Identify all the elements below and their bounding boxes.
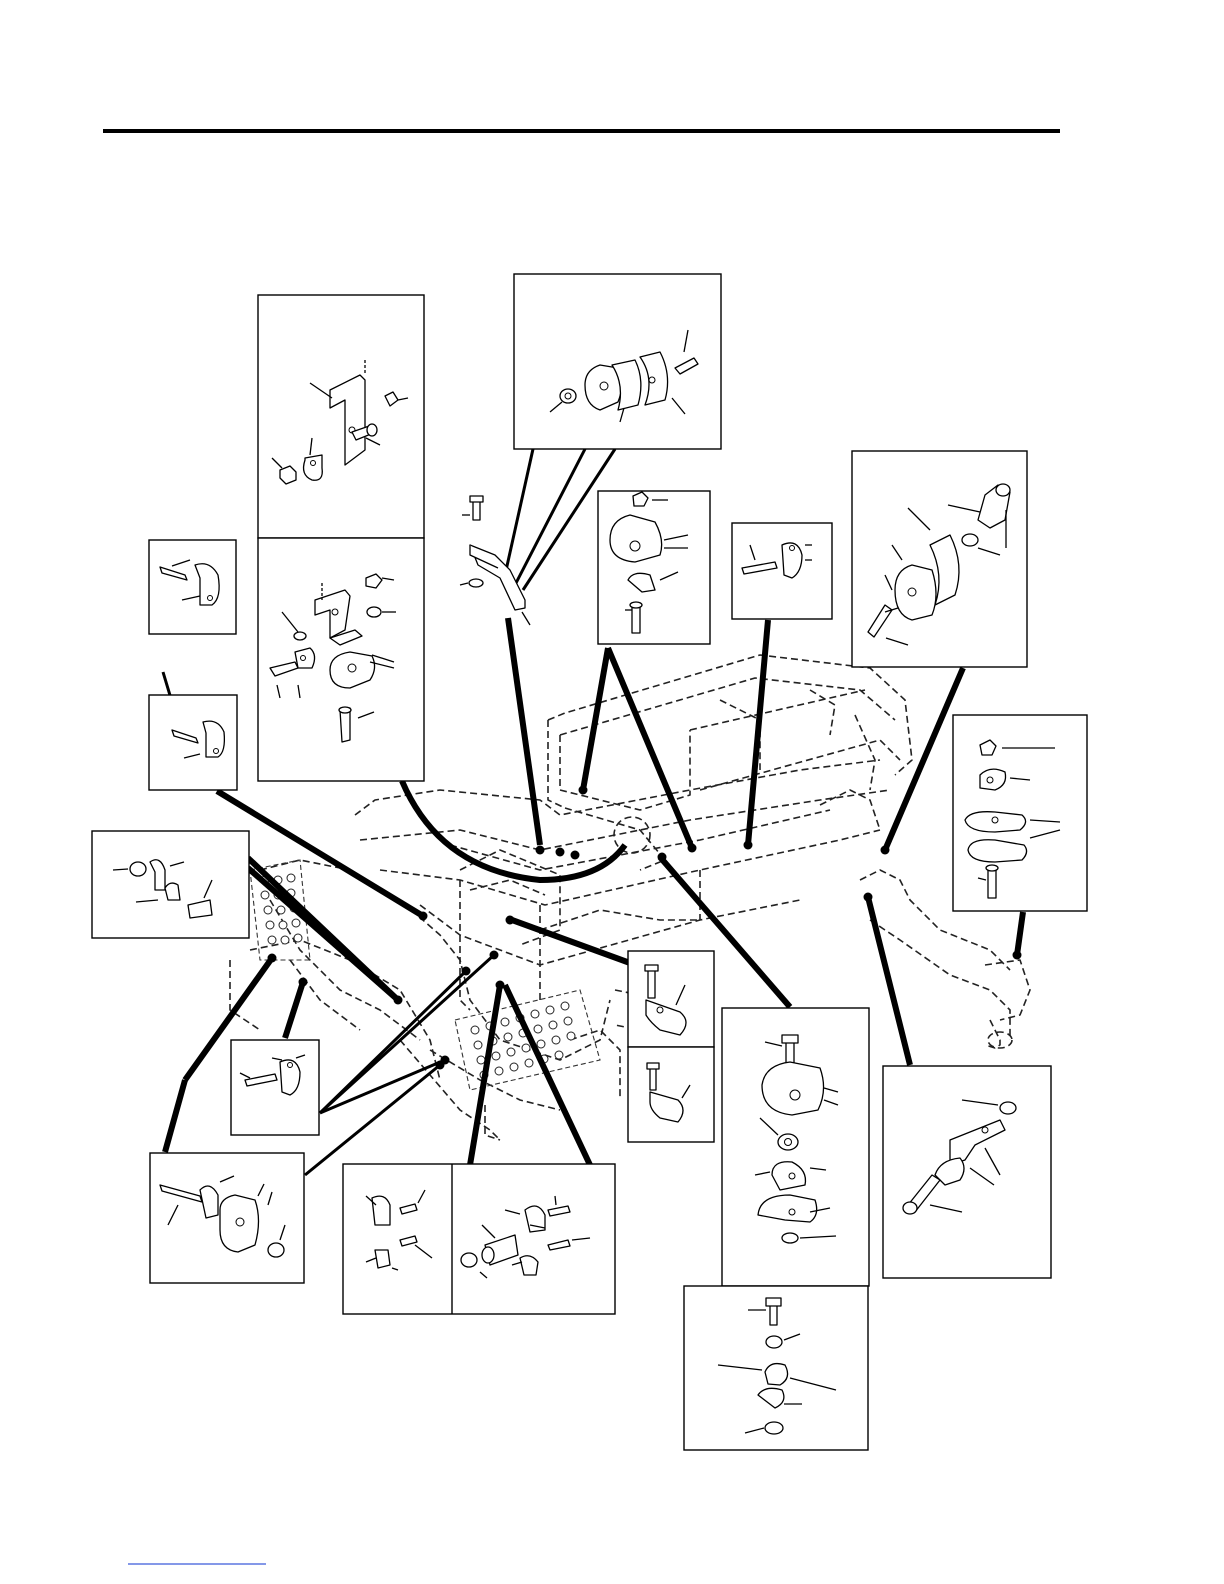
- detail-p-clamp-pair-left: [92, 831, 249, 938]
- detail-p-clamp-left-lower: [149, 695, 237, 790]
- detail-double-clamp-top: [514, 274, 721, 449]
- detail-clamp-assembly-bottom-left: [150, 1153, 304, 1283]
- detail-p-clamp-mid-lower: [628, 1047, 714, 1142]
- detail-clamp-set-bottom-center: [343, 1164, 615, 1314]
- detail-stacked-clamp-bottom: [684, 1286, 868, 1450]
- detail-p-clamp-center-right: [732, 523, 832, 619]
- detail-stacked-clamp-center-tall: [722, 1008, 869, 1286]
- detail-bracket-clamp-bottom-right: [883, 1066, 1051, 1278]
- detail-bracket-double-clamp: [258, 538, 424, 781]
- floor-plate-right: [455, 990, 600, 1090]
- detail-bracket-clamp-upper: [258, 295, 424, 538]
- detail-stacked-clamp-right: [953, 715, 1087, 911]
- detail-p-clamp-left-bottom: [231, 1040, 319, 1135]
- detail-p-clamp-mid-upper: [628, 951, 714, 1047]
- detail-double-clamp-center: [598, 491, 710, 644]
- detail-p-clamp-left-upper: [149, 540, 236, 634]
- detail-double-clamp-right: [852, 451, 1027, 667]
